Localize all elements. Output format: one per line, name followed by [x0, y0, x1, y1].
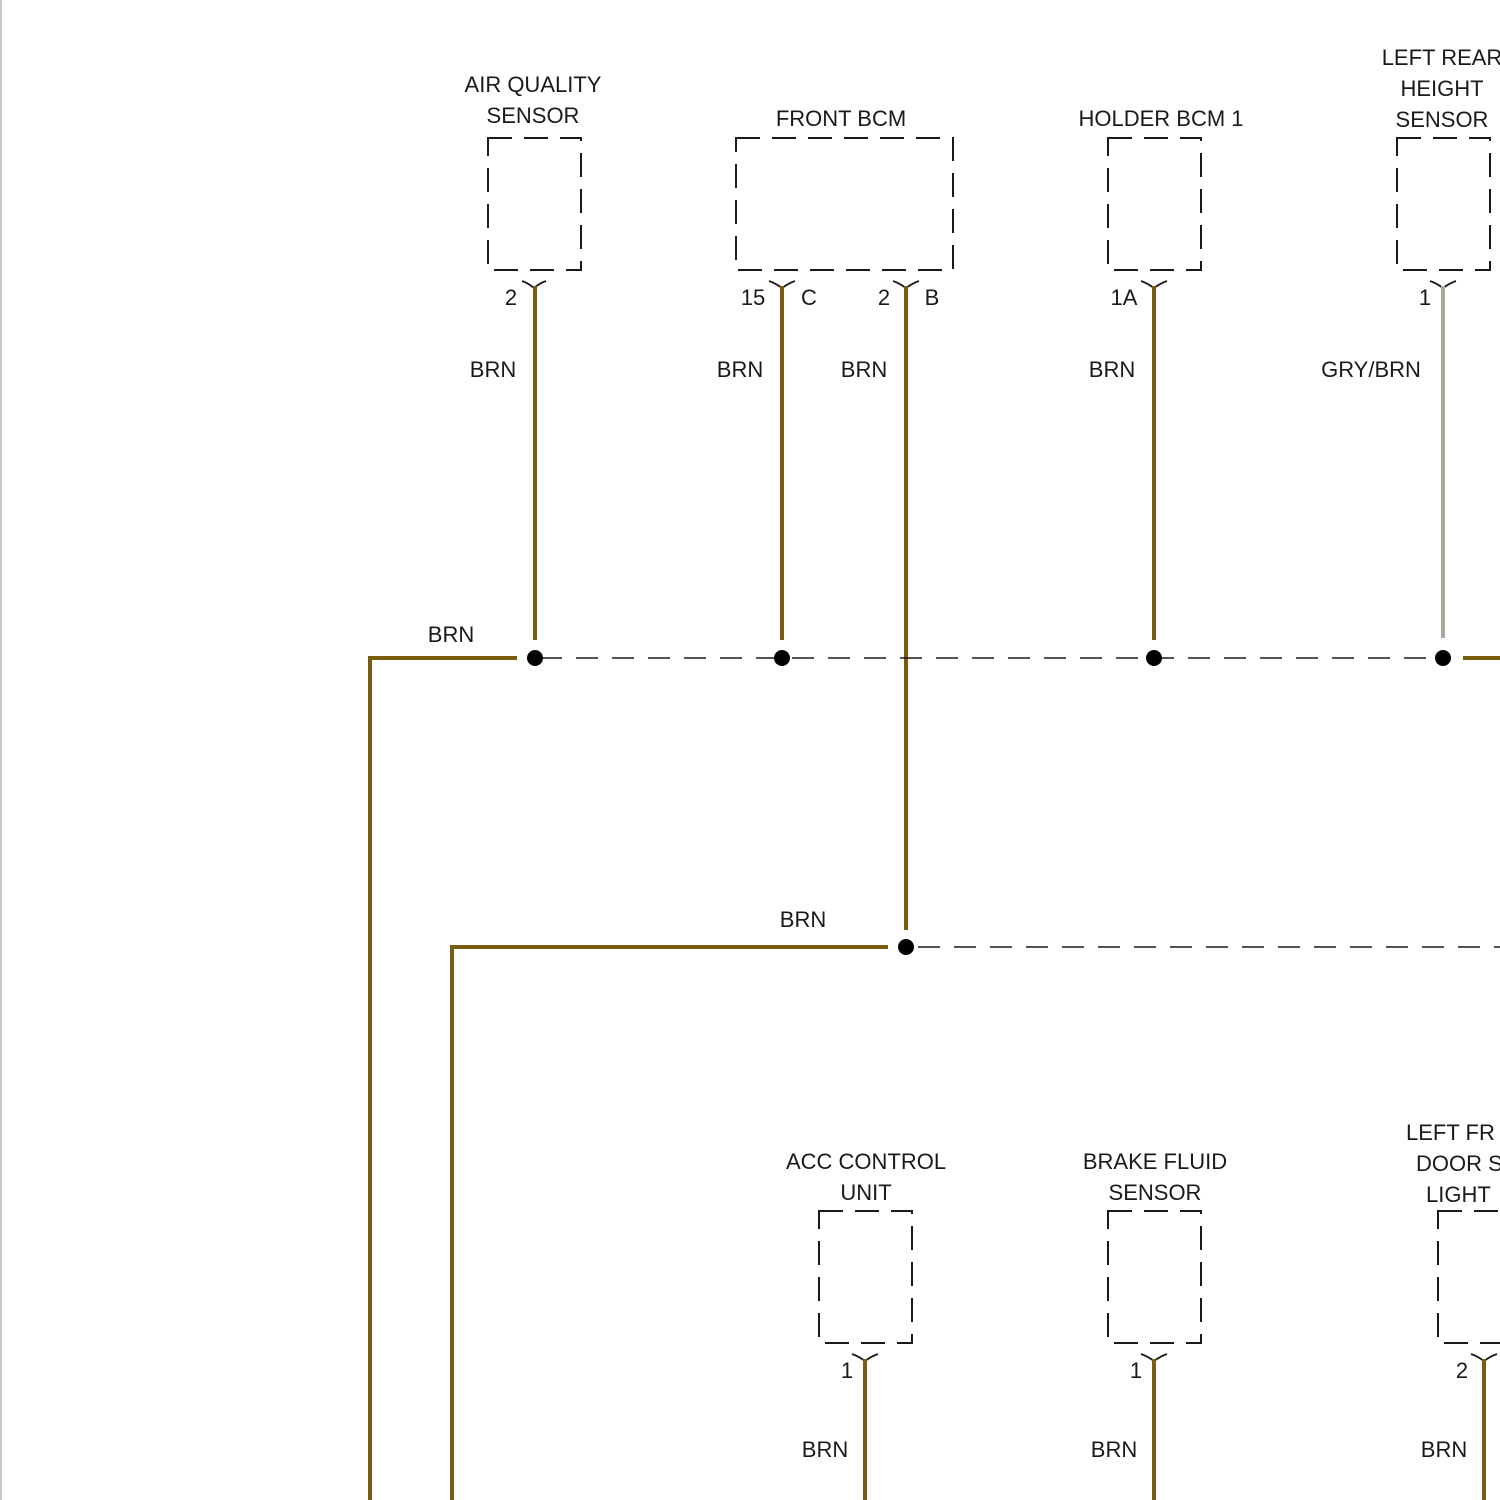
- air-quality-sensor: AIR QUALITY SENSOR 2 BRN: [465, 72, 602, 640]
- front-bcm-pin-b: 2: [878, 285, 890, 310]
- left-front-door-light: LEFT FR DOOR S LIGHT 2 BRN: [1406, 1120, 1500, 1500]
- holder-bcm-1-wire-label: BRN: [1089, 357, 1135, 382]
- front-bcm: FRONT BCM 15 C 2 B BRN BRN: [717, 106, 953, 930]
- front-bcm-box: [736, 138, 953, 270]
- front-bcm-conn-b: B: [925, 285, 940, 310]
- left-rear-height-sensor-label-line3: SENSOR: [1396, 107, 1489, 132]
- front-bcm-wire-a-label: BRN: [717, 357, 763, 382]
- left-front-door-light-box: [1438, 1211, 1500, 1343]
- splice-holder-bcm-1: [1146, 650, 1162, 666]
- brake-fluid-sensor: BRAKE FLUID SENSOR 1 BRN: [1083, 1149, 1227, 1500]
- air-quality-sensor-label-line2: SENSOR: [487, 103, 580, 128]
- splice-air-quality: [527, 650, 543, 666]
- front-bcm-wire-b-label: BRN: [841, 357, 887, 382]
- acc-control-unit-pin: 1: [841, 1358, 853, 1383]
- front-bcm-label: FRONT BCM: [776, 106, 906, 131]
- left-rear-height-sensor-wire-label: GRY/BRN: [1321, 357, 1421, 382]
- brake-fluid-sensor-label-line2: SENSOR: [1109, 1180, 1202, 1205]
- acc-control-unit-label-line1: ACC CONTROL: [786, 1149, 946, 1174]
- left-front-door-light-label-line2: DOOR S: [1416, 1151, 1500, 1176]
- splice-front-bcm-c: [774, 650, 790, 666]
- brake-fluid-sensor-wire-label: BRN: [1091, 1437, 1137, 1462]
- air-quality-sensor-label-line1: AIR QUALITY: [465, 72, 602, 97]
- acc-control-unit-wire-label: BRN: [802, 1437, 848, 1462]
- lower-bus-feed-wire: [452, 947, 888, 1500]
- splice-front-bcm-b: [898, 939, 914, 955]
- acc-control-unit-label-line2: UNIT: [840, 1180, 891, 1205]
- brake-fluid-sensor-box: [1108, 1211, 1201, 1343]
- holder-bcm-1-label: HOLDER BCM 1: [1078, 106, 1243, 131]
- holder-bcm-1-pin: 1A: [1111, 285, 1138, 310]
- acc-control-unit-box: [819, 1211, 912, 1343]
- left-front-door-light-pin: 2: [1456, 1358, 1468, 1383]
- left-rear-height-sensor-label-line1: LEFT REAR: [1382, 45, 1500, 70]
- left-front-door-light-wire-label: BRN: [1421, 1437, 1467, 1462]
- air-quality-sensor-wire-label: BRN: [470, 357, 516, 382]
- left-rear-height-sensor-label-line2: HEIGHT: [1400, 76, 1483, 101]
- upper-ground-bus: BRN: [370, 622, 1500, 1500]
- lower-ground-bus: BRN: [452, 907, 1500, 1500]
- upper-bus-feed-wire: [370, 658, 517, 1500]
- left-rear-height-sensor-pin: 1: [1419, 285, 1431, 310]
- air-quality-sensor-box: [488, 138, 581, 270]
- splice-left-rear-height: [1435, 650, 1451, 666]
- left-rear-height-sensor: LEFT REAR HEIGHT SENSOR 1 GRY/BRN: [1321, 45, 1500, 638]
- brake-fluid-sensor-label-line1: BRAKE FLUID: [1083, 1149, 1227, 1174]
- front-bcm-conn-a: C: [801, 285, 817, 310]
- brake-fluid-sensor-pin: 1: [1130, 1358, 1142, 1383]
- front-bcm-pin-a: 15: [741, 285, 765, 310]
- acc-control-unit: ACC CONTROL UNIT 1 BRN: [786, 1149, 946, 1500]
- lower-bus-wire-label: BRN: [780, 907, 826, 932]
- left-front-door-light-label-line3: LIGHT: [1426, 1182, 1491, 1207]
- air-quality-sensor-pin: 2: [505, 285, 517, 310]
- left-front-door-light-label-line1: LEFT FR: [1406, 1120, 1495, 1145]
- holder-bcm-1-box: [1108, 138, 1201, 270]
- left-rear-height-sensor-box: [1397, 138, 1490, 270]
- upper-bus-wire-label: BRN: [428, 622, 474, 647]
- holder-bcm-1: HOLDER BCM 1 1A BRN: [1078, 106, 1243, 640]
